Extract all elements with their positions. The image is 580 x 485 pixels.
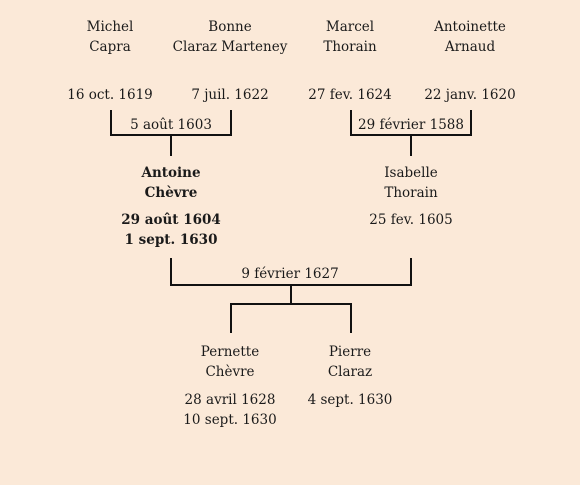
connector-line <box>290 286 292 304</box>
marriage-date-chevre-thorain: 9 février 1627 <box>241 266 339 282</box>
last-name: Thorain <box>384 185 438 201</box>
first-name: Pierre <box>328 344 372 360</box>
date-bonne-claraz: 7 juil. 1622 <box>191 87 269 103</box>
last-name: Capra <box>89 39 131 55</box>
last-name: Chèvre <box>144 185 198 201</box>
first-name: Isabelle <box>384 165 438 181</box>
person-michel-capra: Michel Capra <box>87 17 134 57</box>
connector-line <box>470 110 472 136</box>
connector-line <box>410 258 412 286</box>
person-pierre-claraz: Pierre Claraz <box>328 342 372 382</box>
last-name: Thorain <box>323 39 377 55</box>
person-bonne-claraz-marteney: Bonne Claraz Marteney <box>173 17 288 57</box>
first-name: Antoine <box>141 165 201 181</box>
death-date: 10 sept. 1630 <box>183 412 277 428</box>
date-michel-capra: 16 oct. 1619 <box>67 87 153 103</box>
dates-antoine-chevre: 29 août 1604 1 sept. 1630 <box>121 210 221 250</box>
date-marcel-thorain: 27 fev. 1624 <box>308 87 392 103</box>
connector-line <box>350 110 352 136</box>
last-name: Chèvre <box>205 364 255 380</box>
dates-pernette-chevre: 28 avril 1628 10 sept. 1630 <box>183 390 276 430</box>
person-antoine-chevre: Antoine Chèvre <box>141 163 200 203</box>
first-name: Antoinette <box>434 19 506 35</box>
person-marcel-thorain: Marcel Thorain <box>323 17 376 57</box>
connector-line <box>110 110 112 136</box>
connector-line <box>230 110 232 136</box>
first-name: Marcel <box>325 19 375 35</box>
person-pernette-chevre: Pernette Chèvre <box>201 342 259 382</box>
death-date: 1 sept. 1630 <box>124 232 218 248</box>
person-isabelle-thorain: Isabelle Thorain <box>384 163 438 203</box>
connector-line <box>170 136 172 156</box>
person-antoinette-arnaud: Antoinette Arnaud <box>434 17 506 57</box>
date-isabelle-thorain: 25 fev. 1605 <box>369 212 453 228</box>
connector-line <box>230 303 352 305</box>
birth-date: 28 avril 1628 <box>184 392 276 408</box>
date-antoinette-arnaud: 22 janv. 1620 <box>424 87 516 103</box>
last-name: Claraz <box>327 364 373 380</box>
first-name: Pernette <box>200 344 260 360</box>
first-name: Bonne <box>208 19 252 35</box>
connector-line <box>110 134 232 136</box>
marriage-date-capra-claraz: 5 août 1603 <box>130 117 212 133</box>
first-name: Michel <box>86 19 134 35</box>
date-pierre-claraz: 4 sept. 1630 <box>307 392 393 408</box>
birth-date: 29 août 1604 <box>121 212 221 228</box>
connector-line <box>170 284 412 286</box>
last-name: Claraz Marteney <box>172 39 288 55</box>
connector-line <box>230 303 232 333</box>
last-name: Arnaud <box>444 39 496 55</box>
connector-line <box>350 134 472 136</box>
marriage-date-thorain-arnaud: 29 février 1588 <box>358 117 464 133</box>
connector-line <box>410 136 412 156</box>
connector-line <box>350 303 352 333</box>
connector-line <box>170 258 172 286</box>
